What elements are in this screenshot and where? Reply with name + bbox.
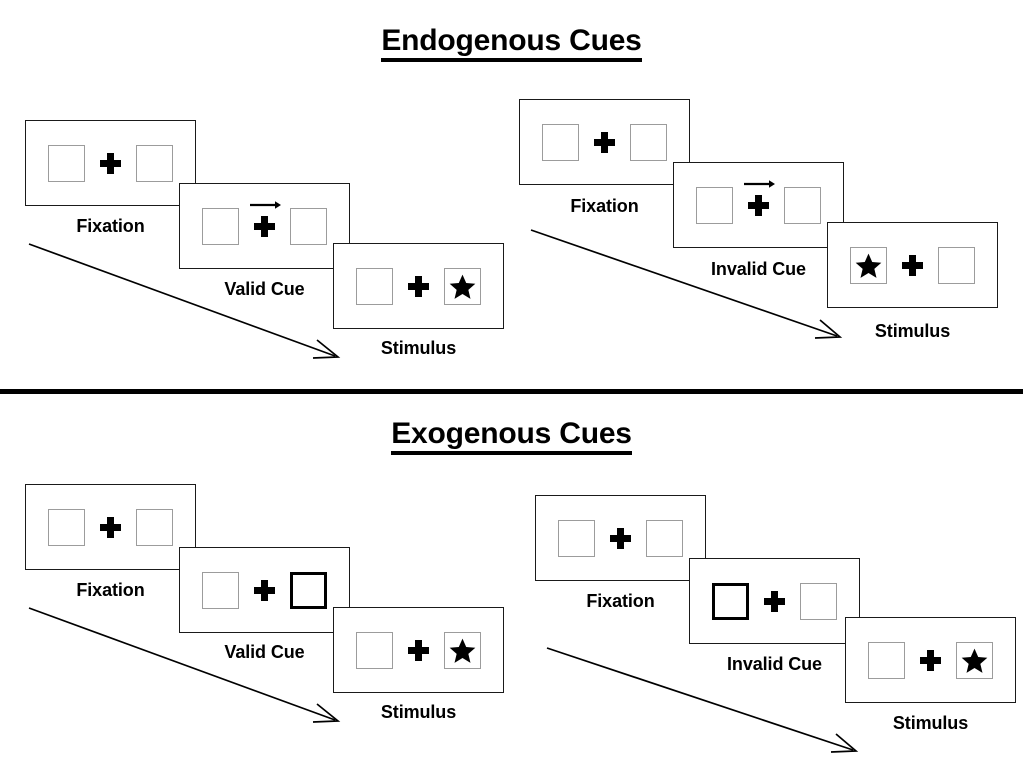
plus-icon <box>100 152 121 174</box>
star-icon <box>855 253 882 278</box>
right-box <box>444 631 481 669</box>
frame-content <box>48 508 173 546</box>
left-box <box>356 267 393 305</box>
caption-exogenous-invalid-fixation: Fixation <box>586 591 655 611</box>
frame-content <box>558 519 683 557</box>
caption-exogenous-invalid-cue: Invalid Cue <box>727 654 822 674</box>
caption-endogenous-valid-stimulus: Stimulus <box>380 338 457 358</box>
section-title-endogenous-text: Endogenous Cues <box>381 26 642 62</box>
left-box <box>48 144 85 182</box>
arrow-right-icon <box>249 200 281 209</box>
section-divider <box>0 389 1023 394</box>
caption-exogenous-valid-fixation: Fixation <box>76 580 145 600</box>
left-box <box>696 186 733 224</box>
plus-icon <box>408 639 429 661</box>
caption-exogenous-valid-cue: Valid Cue <box>224 642 305 662</box>
caption-endogenous-invalid-fixation: Fixation <box>570 196 639 216</box>
star-icon <box>961 648 988 673</box>
panel-exogenous-invalid-cue[interactable] <box>689 558 860 644</box>
panel-exogenous-valid-stimulus[interactable] <box>333 607 504 693</box>
plus-icon <box>764 590 785 612</box>
left-box <box>850 246 887 284</box>
star-icon <box>449 274 476 299</box>
section-title-exogenous-text: Exogenous Cues <box>391 419 632 455</box>
right-box <box>938 246 975 284</box>
caption-endogenous-valid-fixation: Fixation <box>76 216 145 236</box>
right-box <box>800 582 837 620</box>
panel-endogenous-valid-cue[interactable] <box>179 183 350 269</box>
right-box <box>646 519 683 557</box>
arrow-right-icon <box>743 179 775 188</box>
caption-endogenous-valid-cue: Valid Cue <box>224 279 305 299</box>
right-box <box>290 207 327 245</box>
left-box <box>356 631 393 669</box>
frame-content <box>542 123 667 161</box>
right-box <box>444 267 481 305</box>
plus-icon <box>920 649 941 671</box>
plus-icon <box>902 254 923 276</box>
star-icon <box>449 638 476 663</box>
frame-content <box>712 582 837 620</box>
panel-endogenous-invalid-cue[interactable] <box>673 162 844 248</box>
plus-icon <box>249 200 281 237</box>
right-box <box>784 186 821 224</box>
plus-icon <box>610 527 631 549</box>
panel-endogenous-invalid-stimulus[interactable] <box>827 222 998 308</box>
caption-exogenous-invalid-stimulus: Stimulus <box>892 713 969 733</box>
right-box-cued <box>290 571 327 609</box>
left-box <box>868 641 905 679</box>
left-box <box>558 519 595 557</box>
panel-endogenous-invalid-fixation[interactable] <box>519 99 690 185</box>
frame-content <box>356 631 481 669</box>
plus-icon <box>254 579 275 601</box>
left-box <box>542 123 579 161</box>
section-title-exogenous: Exogenous Cues <box>0 419 1023 455</box>
left-box <box>48 508 85 546</box>
plus-icon <box>100 516 121 538</box>
panel-exogenous-valid-cue[interactable] <box>179 547 350 633</box>
caption-exogenous-valid-stimulus: Stimulus <box>380 702 457 722</box>
right-box <box>956 641 993 679</box>
frame-content <box>868 641 993 679</box>
panel-exogenous-invalid-stimulus[interactable] <box>845 617 1016 703</box>
left-box <box>202 207 239 245</box>
caption-endogenous-invalid-cue: Invalid Cue <box>711 259 806 279</box>
left-box-cued <box>712 582 749 620</box>
panel-exogenous-valid-fixation[interactable] <box>25 484 196 570</box>
panel-endogenous-valid-fixation[interactable] <box>25 120 196 206</box>
left-box <box>202 571 239 609</box>
panel-endogenous-valid-stimulus[interactable] <box>333 243 504 329</box>
frame-content <box>202 571 327 609</box>
right-box <box>136 508 173 546</box>
right-box <box>630 123 667 161</box>
frame-content <box>356 267 481 305</box>
frame-content <box>850 246 975 284</box>
caption-endogenous-invalid-stimulus: Stimulus <box>874 321 951 341</box>
panel-exogenous-invalid-fixation[interactable] <box>535 495 706 581</box>
plus-icon <box>594 131 615 153</box>
right-box <box>136 144 173 182</box>
plus-icon <box>743 179 775 216</box>
frame-content <box>48 144 173 182</box>
frame-content <box>202 200 327 245</box>
frame-content <box>696 179 821 224</box>
plus-icon <box>408 275 429 297</box>
section-title-endogenous: Endogenous Cues <box>0 26 1023 62</box>
